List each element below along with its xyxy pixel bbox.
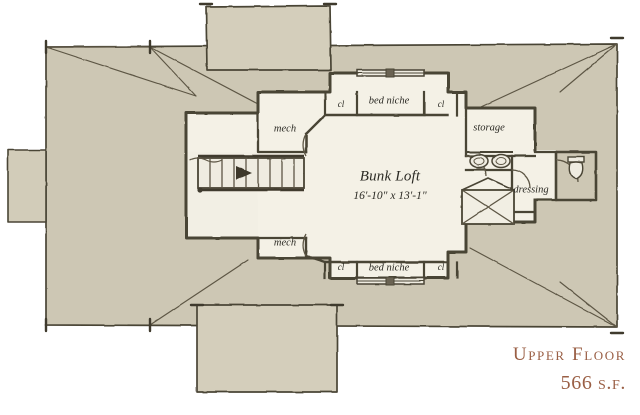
sink-basin-left (469, 153, 489, 169)
shower-stall (461, 177, 515, 225)
floor-area-label: 566 s.f. (560, 372, 626, 394)
wall-mech-upper (256, 111, 308, 154)
wall-wc-box (554, 150, 598, 202)
valley-upper-left (45, 46, 197, 97)
hip-line-right-lower (559, 281, 618, 328)
plumbing-fixtures (461, 153, 585, 225)
toilet (567, 156, 585, 180)
door-swing-dressing (511, 169, 531, 189)
stair-newel-post (197, 187, 203, 193)
hip-line-top-right (469, 43, 618, 113)
wall-loft-bottom-bevel (304, 236, 450, 264)
staircase (189, 154, 305, 193)
eave-corner-ticks (44, 2, 625, 335)
stair-direction-arrow (236, 166, 252, 180)
left-projection-roof (7, 149, 47, 223)
hip-line-bottom-left (149, 259, 249, 326)
door-swing-mech-lower (302, 233, 307, 257)
hip-line-top-left (149, 46, 197, 97)
page-title: Upper Floor (512, 344, 626, 365)
hip-line-right-upper (559, 43, 618, 93)
window-bed-niche-top (356, 68, 425, 78)
windows (356, 68, 425, 286)
top-dormer-roof (205, 5, 332, 71)
sink-basin-right (491, 153, 511, 169)
wall-mech-lower (256, 236, 308, 260)
bottom-dormer-roof (196, 304, 338, 393)
window-bed-niche-bottom (356, 276, 425, 286)
hip-roof-lines (45, 43, 618, 328)
door-swing-mech-upper (302, 133, 307, 157)
hip-line-top-left-long (149, 46, 259, 105)
hip-line-bottom-right (469, 247, 618, 328)
interior-floor-fill (186, 73, 556, 278)
stair-treads (209, 158, 295, 188)
stair-landing-squiggle (189, 157, 223, 163)
